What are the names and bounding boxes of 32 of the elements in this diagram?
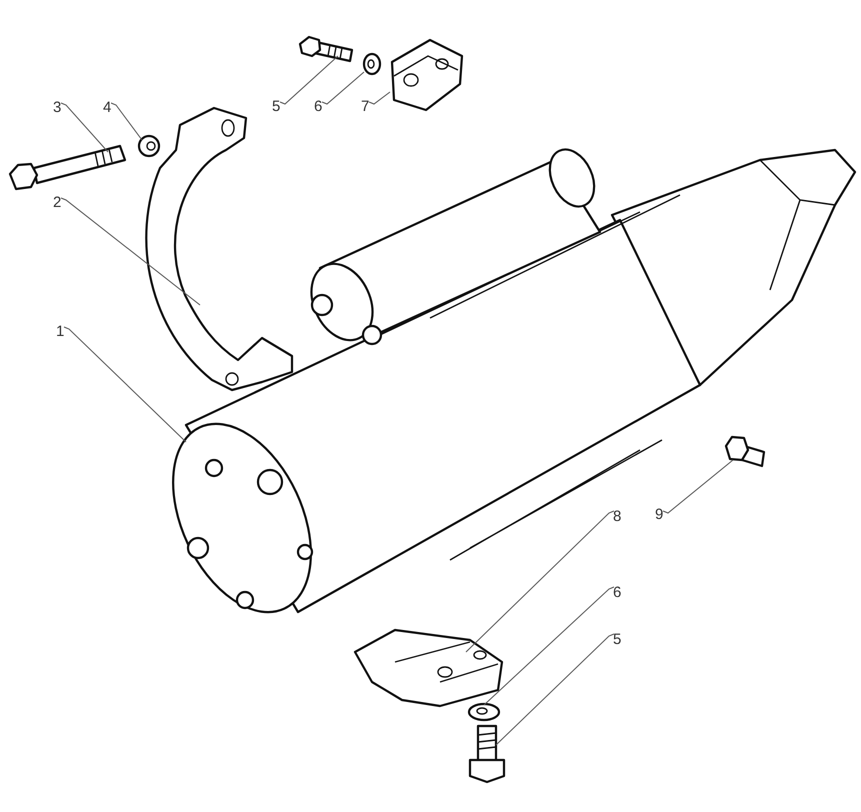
bolt-drawing [724,436,766,468]
callout-number: 8 [613,508,622,526]
leader-line [60,102,108,152]
leader-line [466,510,614,652]
leader-line [496,634,614,746]
bracket-drawing [354,628,504,708]
washer-drawing [468,702,500,722]
callout-number: 9 [655,506,664,524]
leader-line [110,102,142,140]
leader-line [322,72,364,105]
washer-drawing [362,52,382,76]
callout-number: 6 [613,584,622,602]
callout-number: 5 [613,631,622,649]
callout-number: 6 [314,98,322,116]
callout-number: 4 [103,99,112,117]
washer-drawing [138,134,160,158]
callout-number: 3 [53,99,62,117]
bolt-drawing [8,144,126,190]
callout-number: 1 [56,323,64,341]
leader-line [368,92,390,105]
leader-line [484,586,614,706]
starter-motor-drawing [172,148,856,614]
leader-line [60,198,200,306]
leader-line [662,460,734,514]
bolt-drawing [298,36,354,62]
bracket-drawing [390,38,464,112]
leader-line [64,326,186,442]
callout-number: 5 [272,98,280,116]
callout-number: 7 [361,98,370,116]
callout-number: 2 [53,194,62,212]
bolt-drawing [468,724,506,784]
leader-line [280,56,338,105]
